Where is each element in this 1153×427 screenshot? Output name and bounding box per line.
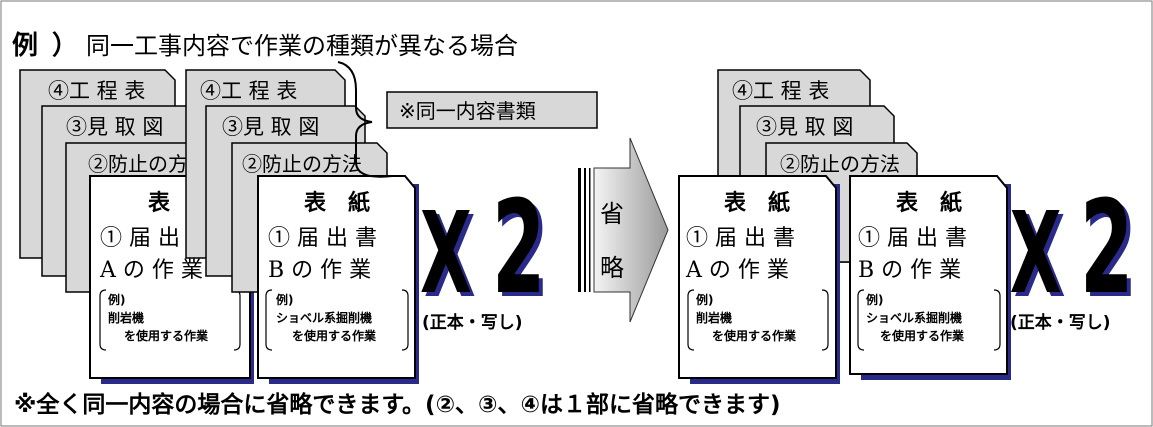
arrow-label-2: 略: [600, 254, 624, 282]
example-b-line1: ショベル系掘削機: [866, 310, 962, 325]
multiplier-right: X X 2 2 (正本・写し): [1010, 173, 1138, 333]
doc-cover-b: 表 紙 ① 届 出 書 B の 作 業 例) ショベル系掘削機 を使用する作業: [257, 175, 419, 384]
same-content-note: ※同一内容書類: [386, 91, 598, 129]
example-label: 例): [108, 292, 126, 307]
multiplier-x-shadow: X: [1014, 192, 1066, 323]
notification-label: ① 届 出 書: [858, 226, 967, 251]
arrow-label-1: 省: [600, 200, 624, 228]
title-prefix: 例: [12, 31, 38, 61]
example-label: 例): [696, 292, 714, 307]
same-content-note-label: ※同一内容書類: [399, 99, 536, 123]
example-a-line2: を使用する作業: [712, 328, 797, 343]
plan-view-label: ③見 取 図: [222, 115, 319, 139]
multiplier-left: X X 2 2 (正本・写し): [420, 173, 549, 333]
cover-title: 表 紙: [304, 190, 370, 216]
example-a-line1: 削岩機: [696, 310, 732, 325]
doc-cover-a-right: 表 紙 ① 届 出 書 A の 作 業 例) 削岩機 を使用する作業: [678, 175, 840, 384]
work-b-label: B の 作 業: [268, 258, 371, 283]
multiplier-n: 2: [1080, 173, 1133, 322]
work-a-label: A の 作 業: [99, 258, 203, 283]
notification-label: ① 届 出 書: [686, 226, 795, 251]
multiplier-n-shadow: 2: [1084, 177, 1137, 326]
multiplier-x-shadow: X: [424, 192, 476, 323]
work-a-label: A の 作 業: [685, 258, 789, 283]
example-b-line2: を使用する作業: [292, 328, 377, 343]
multiplier-x: X: [1010, 188, 1062, 319]
process-chart-label: ④工 程 表: [200, 79, 297, 103]
example-a-line1: 削岩機: [108, 310, 144, 325]
multiplier-n-shadow: 2: [496, 177, 549, 326]
multiplier-note: (正本・写し): [422, 312, 523, 333]
title-text: 同一工事内容で作業の種類が異なる場合: [86, 32, 518, 60]
process-chart-label: ④工 程 表: [48, 79, 145, 103]
doc-stack-a: ④工 程 表 ③見 取 図 ②防止の方法 表 紙 ① 届 出 書 A の 作 業…: [19, 69, 254, 384]
example-label: 例): [866, 292, 884, 307]
omit-arrow: 省 略: [578, 137, 669, 323]
prevention-label: ②防止の方法: [780, 152, 900, 176]
example-label: 例): [276, 292, 294, 307]
multiplier-note: (正本・写し): [1010, 312, 1111, 333]
notification-label: ① 届 出 書: [268, 226, 377, 251]
footer-note: ※全く同一内容の場合に省略できます。(②、③、④は１部に省略できます): [14, 391, 781, 418]
example-a-line2: を使用する作業: [124, 328, 209, 343]
multiplier-n: 2: [492, 173, 545, 322]
brace: [337, 61, 393, 178]
plan-view-label: ③見 取 図: [756, 115, 853, 139]
cover-title: 表 紙: [896, 190, 962, 216]
work-b-label: B の 作 業: [858, 258, 961, 283]
example-b-line2: を使用する作業: [880, 328, 965, 343]
cover-title: 表 紙: [724, 190, 790, 216]
multiplier-x: X: [420, 188, 472, 319]
process-chart-label: ④工 程 表: [732, 79, 829, 103]
doc-stack-b: ④工 程 表 ③見 取 図 ②防止の方法 表 紙 ① 届 出 書 B の 作 業…: [185, 69, 419, 384]
title-paren: ）: [52, 31, 78, 61]
prevention-label: ②防止の方法: [242, 152, 362, 176]
plan-view-label: ③見 取 図: [66, 115, 163, 139]
example-b-line1: ショベル系掘削機: [276, 310, 372, 325]
doc-cover-b-right: 表 紙 ① 届 出 書 B の 作 業 例) ショベル系掘削機 を使用する作業: [849, 175, 1011, 380]
